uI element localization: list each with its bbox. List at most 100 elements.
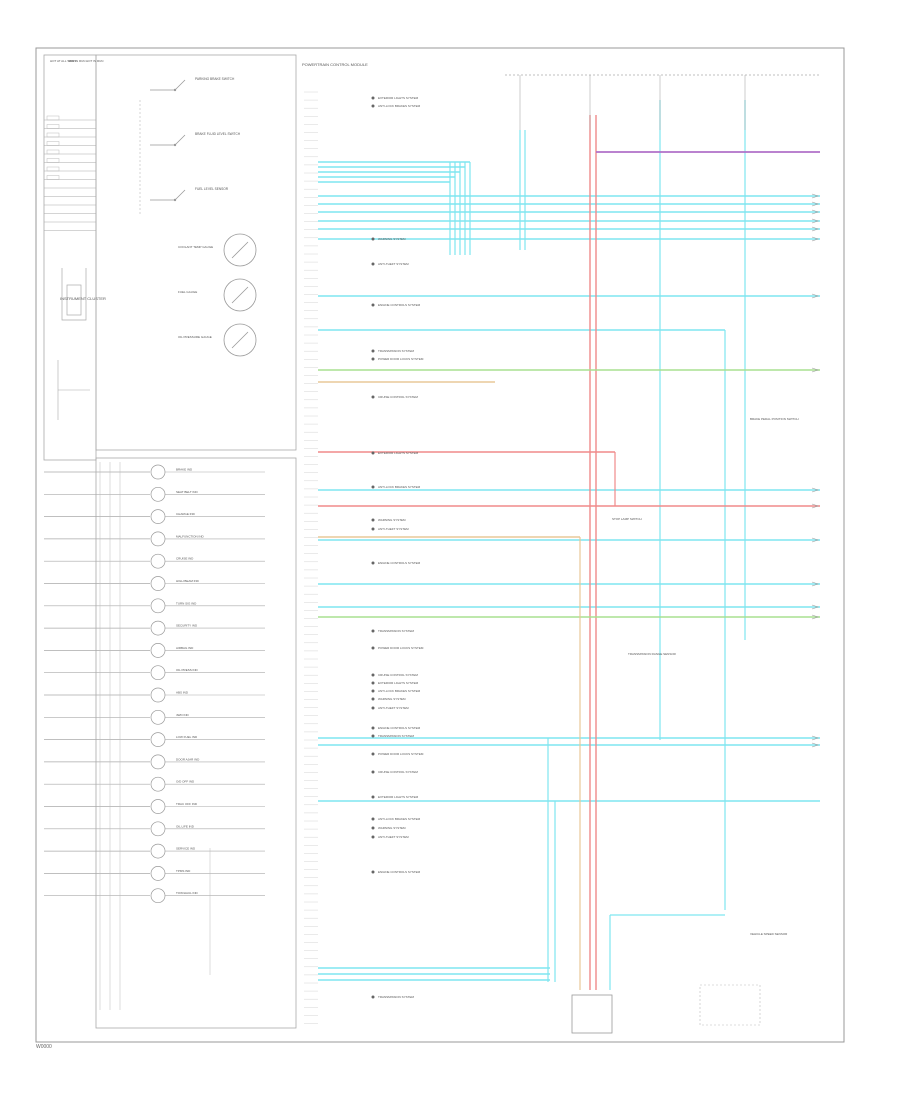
controller-label: POWERTRAIN CONTROL MODULE	[302, 62, 368, 67]
connector-end	[811, 581, 819, 587]
indicator-label: ABS IND	[176, 691, 189, 695]
indicator-label: TRAC OFF IND	[176, 802, 198, 806]
connector-end	[811, 503, 819, 509]
connector-end	[811, 293, 819, 299]
circuit-dot	[371, 349, 375, 353]
circuit-label: TRANSMISSION SYSTEM	[378, 734, 415, 738]
circuit-dot	[371, 451, 375, 455]
circuit-label: ANTI-LOCK BRAKES SYSTEM	[378, 485, 421, 489]
circuit-dot	[371, 518, 375, 522]
connector-end	[811, 537, 819, 543]
indicator-label: CHARGE IND	[176, 512, 196, 516]
circuit-dot	[371, 646, 375, 650]
circuit-label: WARNING SYSTEM	[378, 697, 406, 701]
circuit-dot	[371, 870, 375, 874]
indicator-label: BRAKE IND	[176, 468, 193, 472]
fuse-terminal	[46, 141, 60, 146]
connector-end	[811, 209, 819, 215]
switch-contact	[173, 143, 177, 147]
wire-group	[318, 74, 820, 1034]
circuit-label: ANTI-THEFT SYSTEM	[378, 527, 409, 531]
circuit-label: CRUISE CONTROL SYSTEM	[378, 395, 418, 399]
gauge-label: OIL PRESSURE GAUGE	[178, 335, 212, 339]
indicator-lamp	[150, 821, 166, 837]
switch-label: FUEL LEVEL SENSOR	[195, 187, 229, 191]
indicator-label: OIL PRESS IND	[176, 668, 199, 672]
gauge-needle	[231, 331, 249, 349]
circuit-dot	[371, 357, 375, 361]
circuit-dot	[371, 817, 375, 821]
connector-end	[811, 367, 819, 373]
indicator-lamp	[150, 598, 166, 614]
fuse-terminal	[46, 132, 60, 138]
indicator-lamp	[150, 843, 166, 859]
circuit-label: TRANSMISSION SYSTEM	[378, 995, 415, 999]
indicator-label: MALFUNCTION IND	[176, 534, 205, 538]
switch-label: BRAKE FLUID LEVEL SWITCH	[195, 132, 241, 136]
circuit-dot	[371, 303, 375, 307]
indicator-label: TPMS IND	[176, 869, 191, 873]
indicator-lamp	[150, 486, 166, 502]
indicator-lamp	[150, 464, 166, 480]
circuit-dot	[371, 752, 375, 756]
fuse-terminal	[46, 124, 60, 129]
circuit-label: ANTI-LOCK BRAKES SYSTEM	[378, 689, 421, 693]
ground-wire	[57, 360, 90, 420]
circuit-label: ANTI-THEFT SYSTEM	[378, 262, 409, 266]
connector-end	[811, 604, 819, 610]
gauge-face	[223, 278, 257, 312]
circuit-label: POWER DOOR LOCKS SYSTEM	[378, 357, 424, 361]
circuit-dot	[371, 826, 375, 830]
circuit-label: EXTERIOR LIGHTS SYSTEM	[378, 451, 419, 455]
indicator-label: AIRBAG IND	[176, 646, 194, 650]
fuse-terminal	[46, 115, 60, 121]
connector-end	[811, 614, 819, 620]
component-label: VEHICLE SPEED SENSOR	[750, 932, 788, 936]
gauge-face	[223, 323, 257, 357]
circuit-dot	[371, 681, 375, 685]
circuit-label: CRUISE CONTROL SYSTEM	[378, 673, 418, 677]
connector-end	[811, 218, 819, 224]
indicator-lamp	[150, 665, 166, 681]
indicator-label: HIGH BEAM IND	[176, 579, 200, 583]
gauge-needle	[231, 241, 249, 259]
connector-end	[811, 487, 819, 493]
circuit-dot	[371, 673, 375, 677]
indicator-lamp	[150, 866, 166, 881]
circuit-label: ANTI-LOCK BRAKES SYSTEM	[378, 817, 421, 821]
indicator-label: TURN SIG IND	[176, 601, 197, 605]
circuit-dot	[371, 395, 375, 399]
indicator-lamp	[150, 576, 166, 591]
circuit-label: ANTI-LOCK BRAKES SYSTEM	[378, 104, 421, 108]
indicator-label: SERVICE IND	[176, 847, 196, 851]
indicator-lamp	[150, 687, 166, 703]
connector-end	[811, 226, 819, 232]
circuit-label: ANTI-THEFT SYSTEM	[378, 706, 409, 710]
fuse-holder-inner	[66, 284, 82, 316]
pcm-connector: POWERTRAIN CONTROL MODULE INSTRUMENT CLU…	[60, 62, 368, 301]
circuit-dot	[371, 629, 375, 633]
circuit-label: TRANSMISSION SYSTEM	[378, 349, 415, 353]
indicator-lamp	[150, 643, 166, 658]
circuit-label: WARNING SYSTEM	[378, 237, 406, 241]
indicator-label: CRUISE IND	[176, 557, 194, 561]
gauge-label: COOLANT TEMP GAUGE	[178, 245, 213, 249]
circuit-label: EXTERIOR LIGHTS SYSTEM	[378, 96, 419, 100]
fuse-holder	[61, 268, 87, 321]
gauge-group: COOLANT TEMP GAUGE FUEL GAUGE OIL PRESSURE…	[178, 233, 257, 357]
indicator-lamp	[150, 888, 166, 904]
indicator-lamp	[150, 553, 166, 569]
circuit-label-group: EXTERIOR LIGHTS SYSTEM ANTI-LOCK BRAKES S…	[371, 96, 424, 999]
circuit-dot	[371, 995, 375, 999]
page-frame	[35, 47, 845, 1043]
circuit-label: EXTERIOR LIGHTS SYSTEM	[378, 795, 419, 799]
circuit-label: ENGINE CONTROLS SYSTEM	[378, 561, 421, 565]
circuit-dot	[371, 262, 375, 266]
indicator-lamp	[150, 776, 166, 792]
bottom-connector	[699, 984, 761, 1026]
connector-end	[811, 742, 819, 748]
gauge-label: FUEL GAUGE	[178, 290, 197, 294]
